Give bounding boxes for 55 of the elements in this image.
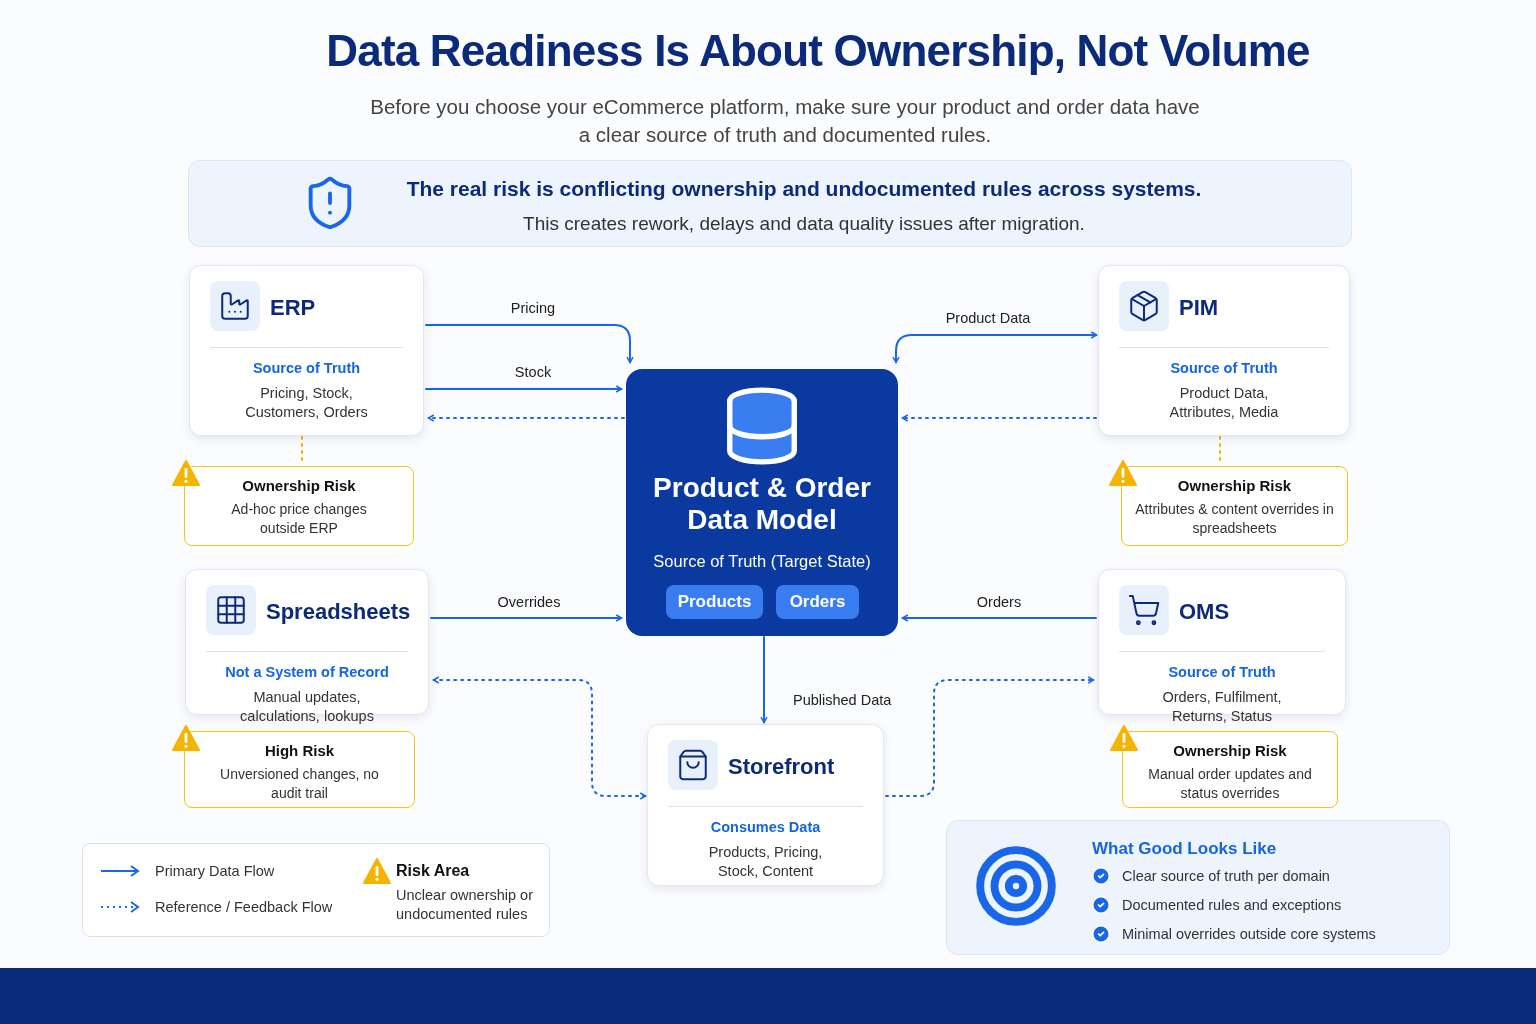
callout-banner bbox=[188, 160, 1352, 247]
card-text: Orders, Fulfilment, Returns, Status bbox=[1161, 688, 1283, 726]
arrow bbox=[425, 324, 634, 364]
dotted-arrow bbox=[432, 676, 647, 800]
card-text: Pricing, Stock, Customers, Orders bbox=[244, 384, 369, 422]
panel-heading: What Good Looks Like bbox=[1092, 839, 1277, 859]
data-model-box bbox=[626, 369, 898, 636]
arrow bbox=[425, 385, 623, 393]
arrow bbox=[430, 614, 623, 622]
risk-text: Ad-hoc price changes outside ERP bbox=[230, 500, 368, 538]
card-title: Spreadsheets bbox=[266, 599, 411, 625]
list-item: Documented rules and exceptions bbox=[1122, 897, 1342, 913]
banner-text: This creates rework, delays and data quality issues after migration. bbox=[522, 213, 1086, 235]
card-subtitle: Source of Truth bbox=[1169, 360, 1279, 376]
card-subtitle: Source of Truth bbox=[1167, 664, 1277, 680]
system-card bbox=[647, 724, 884, 886]
dotted-arrow bbox=[901, 414, 1097, 422]
subtitle: Before you choose your eCommerce platform, make sure your product and order data have a clear source of truth and documented rules. bbox=[369, 94, 1201, 148]
risk-text: Attributes & content overrides in spreadsheets bbox=[1134, 500, 1335, 538]
list-item: Clear source of truth per domain bbox=[1122, 868, 1330, 884]
box-title: Product & Order Data Model bbox=[652, 472, 872, 536]
dotted-arrow bbox=[885, 676, 1095, 797]
legend-description: Unclear ownership or undocumented rules bbox=[396, 886, 534, 924]
risk-title: Ownership Risk bbox=[241, 477, 357, 494]
card-text: Manual updates, calculations, lookups bbox=[239, 688, 375, 726]
card-subtitle: Consumes Data bbox=[709, 819, 822, 835]
info-panel bbox=[946, 820, 1450, 955]
card-title: PIM bbox=[1179, 295, 1219, 321]
card-subtitle: Not a System of Record bbox=[224, 664, 390, 680]
risk-title: Ownership Risk bbox=[1172, 742, 1288, 759]
tag-button: Products bbox=[666, 585, 763, 619]
risk-text: Manual order updates and status overrides bbox=[1147, 765, 1313, 803]
tag-button: Orders bbox=[776, 585, 859, 619]
legend-label: Reference / Feedback Flow bbox=[155, 899, 333, 915]
risk-text: Unversioned changes, no audit trail bbox=[219, 765, 380, 803]
risk-title: Ownership Risk bbox=[1176, 477, 1293, 494]
system-card bbox=[1098, 265, 1350, 436]
arrow bbox=[892, 331, 1098, 364]
risk-title: High Risk bbox=[263, 742, 336, 759]
legend-label: Risk Area bbox=[396, 862, 470, 880]
title: Data Readiness Is About Ownership, Not Volume bbox=[325, 26, 1311, 76]
card-subtitle: Source of Truth bbox=[251, 360, 362, 376]
banner-heading: The real risk is conflicting ownership and undocumented rules across systems. bbox=[405, 177, 1203, 201]
card-title: OMS bbox=[1179, 599, 1230, 625]
card-text: Products, Pricing, Stock, Content bbox=[707, 843, 824, 881]
box-subtitle: Source of Truth (Target State) bbox=[652, 552, 872, 571]
list-item: Minimal overrides outside core systems bbox=[1122, 926, 1376, 942]
dotted-arrow bbox=[427, 414, 625, 422]
system-card bbox=[189, 265, 424, 436]
arrow bbox=[760, 636, 768, 724]
card-title: Storefront bbox=[728, 754, 835, 780]
card-title: ERP bbox=[270, 295, 316, 321]
arrow bbox=[901, 614, 1097, 622]
card-text: Product Data, Attributes, Media bbox=[1168, 384, 1280, 422]
legend-label: Primary Data Flow bbox=[155, 863, 275, 879]
